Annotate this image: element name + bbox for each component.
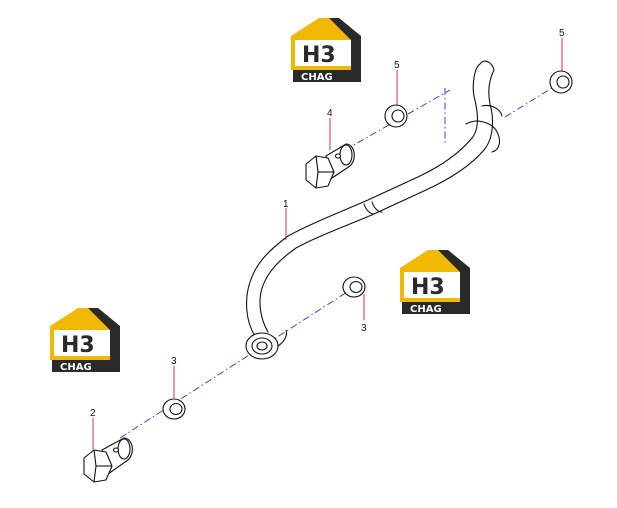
pipe-banjo-eye (245, 329, 288, 360)
logo-left-small-text: CHAG (60, 362, 92, 373)
callout-label-washer-lower: 3 (171, 356, 177, 367)
pipe (246, 60, 503, 337)
logo-right-small-text: CHAG (410, 304, 442, 315)
callout-label-bolt-lower: 2 (90, 408, 96, 419)
sealing-washer-middle (342, 276, 366, 298)
callout-labels: 1 2 3 3 4 5 5 (90, 28, 565, 419)
sealing-washer-lower (162, 398, 186, 420)
watermark-logo-left: H3 CHAG (50, 308, 120, 373)
watermark-logo-top: H3 CHAG (291, 18, 361, 83)
logo-top-small-text: CHAG (301, 72, 333, 83)
callout-label-washer-upper: 5 (394, 60, 400, 71)
watermark-logo-right: H3 CHAG (400, 250, 470, 315)
logo-right-big-text: H3 (411, 275, 445, 300)
banjo-bolt-upper (305, 143, 355, 189)
centerline-lower (119, 286, 356, 439)
banjo-bolt-lower (83, 437, 133, 483)
callout-label-pipe: 1 (283, 199, 289, 210)
sealing-washer-upper (384, 104, 408, 128)
logo-top-big-text: H3 (302, 43, 336, 68)
callout-label-bolt-upper: 4 (327, 108, 333, 119)
callout-label-washer-middle: 3 (361, 323, 367, 334)
logo-left-big-text: H3 (61, 333, 95, 358)
leader-lines (92, 38, 563, 450)
sealing-washer-upper-right (549, 70, 573, 94)
callout-label-washer-right: 5 (559, 28, 565, 39)
